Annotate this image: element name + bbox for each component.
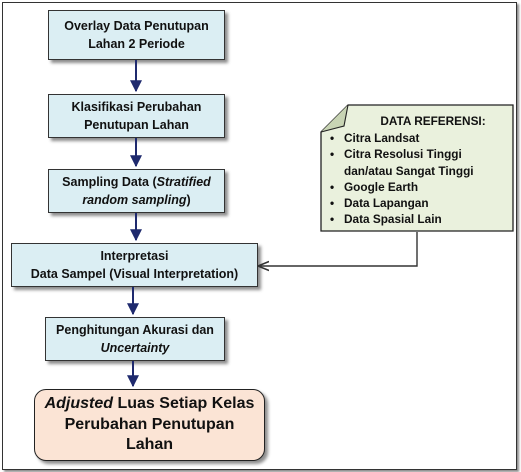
reference-item: Google Earth bbox=[326, 179, 510, 196]
reference-item: Citra Resolusi Tinggi dan/atau Sangat Ti… bbox=[326, 146, 510, 179]
step-klasifikasi-line2: Penutupan Lahan bbox=[84, 118, 189, 132]
step-overlay-line2: Lahan 2 Periode bbox=[88, 37, 185, 51]
reference-item: Data Lapangan bbox=[326, 195, 510, 212]
step-sampling-data: Sampling Data (Stratified random samplin… bbox=[48, 169, 225, 213]
step-sampling-line2-em: random sampling bbox=[82, 193, 187, 207]
final-line1-rest: Luas Setiap Kelas bbox=[113, 394, 255, 412]
step-overlay-line1: Overlay Data Penutupan bbox=[64, 18, 209, 33]
step-klasifikasi-perubahan: Klasifikasi Perubahan Penutupan Lahan bbox=[48, 94, 225, 138]
step-penghitungan-line1: Penghitungan Akurasi dan bbox=[56, 322, 214, 337]
step-interpretasi: Interpretasi Data Sampel (Visual Interpr… bbox=[11, 243, 258, 287]
reference-data-note: DATA REFERENSI: Citra Landsat Citra Reso… bbox=[320, 104, 516, 235]
final-result-box: Adjusted Luas Setiap Kelas Perubahan Pen… bbox=[34, 389, 265, 461]
final-line3: Lahan bbox=[125, 436, 174, 454]
final-line1-em: Adjusted bbox=[44, 394, 114, 412]
reference-content: DATA REFERENSI: Citra Landsat Citra Reso… bbox=[326, 114, 510, 228]
step-sampling-line1-pre: Sampling Data ( bbox=[62, 174, 157, 189]
step-sampling-line2: random sampling) bbox=[82, 191, 190, 209]
step-klasifikasi-line1: Klasifikasi Perubahan bbox=[71, 99, 202, 114]
step-sampling-line2-post: ) bbox=[186, 193, 191, 207]
reference-list: Citra Landsat Citra Resolusi Tinggi dan/… bbox=[326, 130, 510, 228]
step-penghitungan-line2: Uncertainty bbox=[100, 341, 170, 355]
reference-item: Data Spasial Lain bbox=[326, 211, 510, 228]
final-line1: Adjusted Luas Setiap Kelas bbox=[45, 394, 255, 415]
step-interpretasi-line1: Interpretasi bbox=[100, 248, 169, 263]
reference-title: DATA REFERENSI: bbox=[380, 114, 486, 128]
step-sampling-line1-em: Stratified bbox=[156, 174, 211, 189]
reference-item: Citra Landsat bbox=[326, 130, 510, 147]
step-interpretasi-line2: Data Sampel (Visual Interpretation) bbox=[30, 267, 239, 281]
step-overlay-data: Overlay Data Penutupan Lahan 2 Periode bbox=[48, 10, 225, 60]
step-sampling-line1: Sampling Data (Stratified bbox=[62, 173, 211, 191]
final-line2: Perubahan Penutupan bbox=[64, 415, 235, 433]
step-penghitungan-akurasi: Penghitungan Akurasi dan Uncertainty bbox=[45, 317, 225, 361]
